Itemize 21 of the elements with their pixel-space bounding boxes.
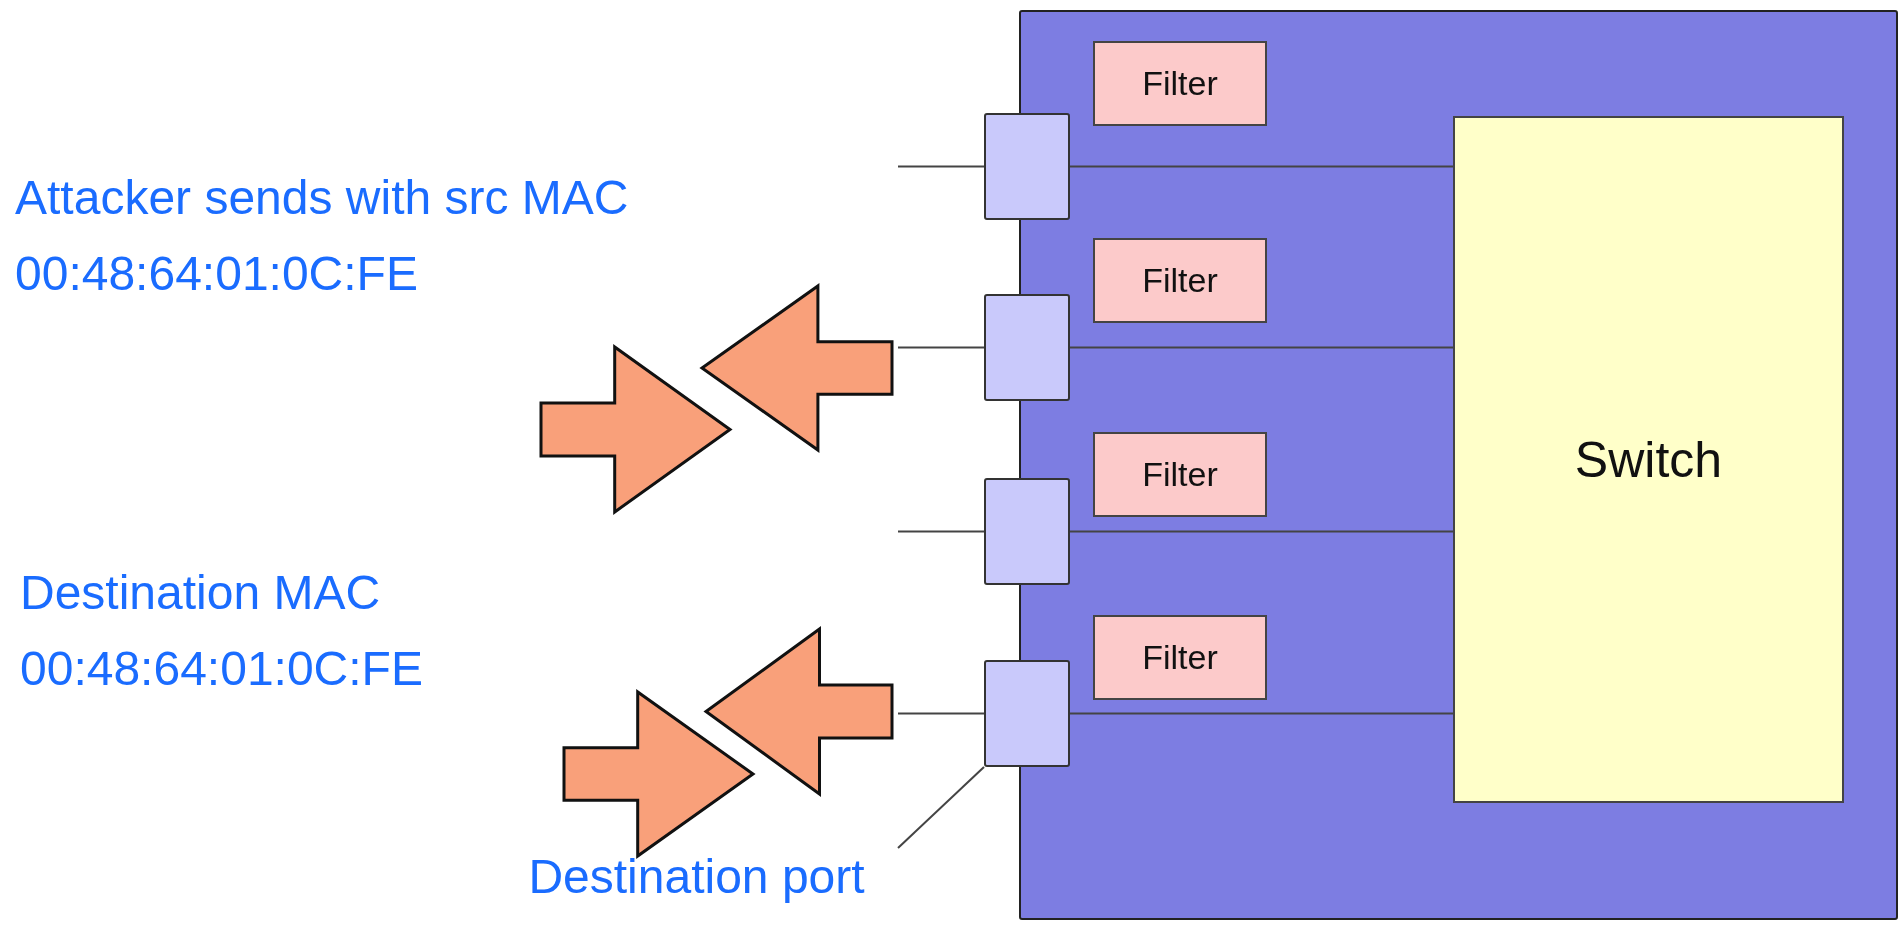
connector-line <box>1069 346 1454 349</box>
port-box <box>984 113 1070 220</box>
port-box <box>984 478 1070 585</box>
port-box <box>984 660 1070 767</box>
annotation-text: Attacker sends with src MAC 00:48:64:01:0C:FE <box>15 170 630 302</box>
filter-box: Filter <box>1093 432 1267 517</box>
filter-box: Filter <box>1093 615 1267 700</box>
connector-line <box>897 165 985 168</box>
connector-line <box>897 346 985 349</box>
annotation-text: Destination MAC 00:48:64:01:0C:FE <box>20 565 424 697</box>
port-box <box>984 294 1070 401</box>
leader-line <box>897 766 985 849</box>
port-label: Destination port <box>474 848 919 904</box>
connector-line <box>1069 165 1454 168</box>
filter-box: Filter <box>1093 41 1267 126</box>
filter-box: Filter <box>1093 238 1267 323</box>
connector-line <box>1069 530 1454 533</box>
connector-line <box>1069 712 1454 715</box>
connector-line <box>897 530 985 533</box>
connector-line <box>897 712 985 715</box>
switch-box: Switch <box>1453 116 1844 803</box>
